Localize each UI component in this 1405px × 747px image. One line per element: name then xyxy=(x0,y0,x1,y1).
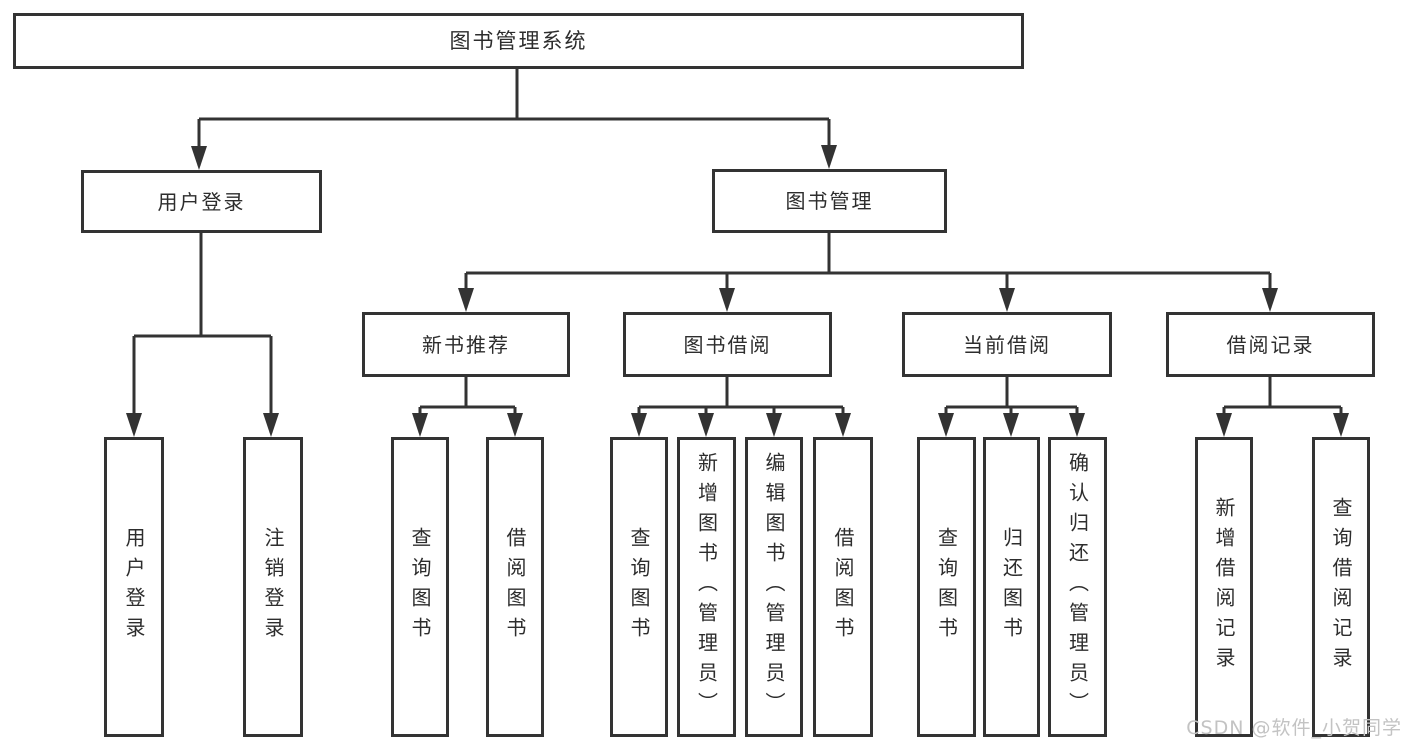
leaf-query-borrow-record-label: 查询借阅记录 xyxy=(1329,497,1353,677)
leaf-confirm-return-admin-label: 确认归还（管理员） xyxy=(1065,452,1090,722)
leaf-logout-label: 注销登录 xyxy=(261,527,285,647)
node-current-borrow-label: 当前借阅 xyxy=(963,332,1051,357)
node-borrow-record-label: 借阅记录 xyxy=(1226,332,1315,357)
leaf-user-login: 用户登录 xyxy=(104,437,164,737)
node-book-borrow-label: 图书借阅 xyxy=(683,332,772,357)
node-user-login: 用户登录 xyxy=(81,170,322,233)
leaf-query-books-borrow: 查询图书 xyxy=(610,437,668,737)
csdn-watermark: CSDN @软件_小贺同学 xyxy=(1186,717,1402,739)
node-library-system-label: 图书管理系统 xyxy=(449,28,588,53)
node-new-book-recommend-label: 新书推荐 xyxy=(422,332,510,357)
arrowheads xyxy=(126,145,1349,437)
connector-user-login xyxy=(132,233,273,433)
leaf-edit-books-admin-label: 编辑图书（管理员） xyxy=(762,452,786,722)
leaf-return-books-label: 归还图书 xyxy=(999,527,1024,647)
leaf-confirm-return-admin: 确认归还（管理员） xyxy=(1048,437,1107,737)
leaf-add-borrow-record: 新增借阅记录 xyxy=(1195,437,1253,737)
node-book-management-label: 图书管理 xyxy=(785,189,874,213)
node-book-borrow: 图书借阅 xyxy=(623,312,832,377)
node-user-login-label: 用户登录 xyxy=(157,189,246,214)
leaf-user-login-label: 用户登录 xyxy=(122,527,146,647)
leaf-return-books: 归还图书 xyxy=(983,437,1040,737)
leaf-edit-books-admin: 编辑图书（管理员） xyxy=(745,437,803,737)
leaf-query-books-borrow-label: 查询图书 xyxy=(627,527,651,647)
connector-paths xyxy=(132,69,1343,433)
leaf-add-books-admin: 新增图书（管理员） xyxy=(677,437,736,737)
leaf-borrow-books: 借阅图书 xyxy=(813,437,873,737)
leaf-query-borrow-record: 查询借阅记录 xyxy=(1312,437,1370,737)
leaf-query-books-recommend-label: 查询图书 xyxy=(408,527,432,647)
leaf-query-books-current-label: 查询图书 xyxy=(934,527,959,647)
node-new-book-recommend: 新书推荐 xyxy=(362,312,570,377)
connector-book-borrow xyxy=(637,377,845,433)
leaf-borrow-books-label: 借阅图书 xyxy=(831,527,855,647)
node-library-system: 图书管理系统 xyxy=(13,13,1024,69)
node-current-borrow: 当前借阅 xyxy=(902,312,1112,377)
leaf-add-borrow-record-label: 新增借阅记录 xyxy=(1212,497,1236,677)
leaf-query-books-recommend: 查询图书 xyxy=(391,437,449,737)
leaf-query-books-current: 查询图书 xyxy=(917,437,976,737)
node-borrow-record: 借阅记录 xyxy=(1166,312,1375,377)
leaf-add-books-admin-label: 新增图书（管理员） xyxy=(694,452,719,722)
connector-new-book-rec xyxy=(418,377,517,433)
leaf-borrow-books-recommend: 借阅图书 xyxy=(486,437,544,737)
connector-root xyxy=(197,69,831,166)
leaf-borrow-books-recommend-label: 借阅图书 xyxy=(503,527,527,647)
connector-book-mgmt xyxy=(464,233,1272,308)
node-book-management: 图书管理 xyxy=(712,169,947,233)
connector-borrow-record xyxy=(1222,377,1343,433)
leaf-logout: 注销登录 xyxy=(243,437,303,737)
